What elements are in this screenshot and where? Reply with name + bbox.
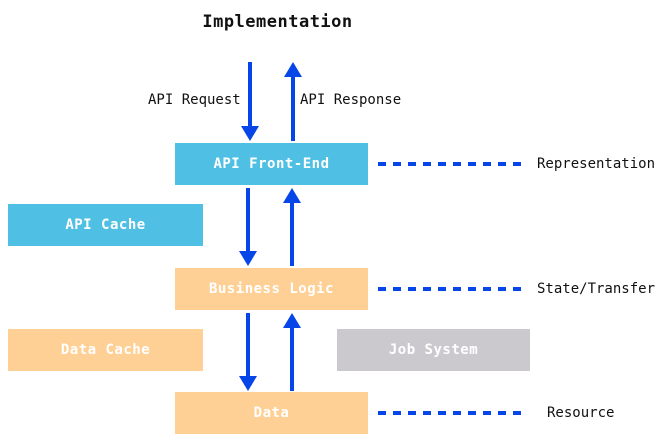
arrow-shaft <box>246 313 250 376</box>
node-api-cache: API Cache <box>8 204 203 246</box>
arrow-head-up-icon <box>283 188 301 203</box>
arrow-head-up-icon <box>283 313 301 328</box>
frontend-to-logic-arrow <box>238 188 258 266</box>
data-to-logic-arrow <box>282 313 302 391</box>
node-business-logic: Business Logic <box>175 268 368 310</box>
api-request-label: API Request <box>148 92 241 108</box>
api-response-label: API Response <box>300 92 402 108</box>
resource-label: Resource <box>547 405 615 421</box>
arrow-shaft <box>291 77 295 141</box>
request-down-arrow <box>240 62 260 141</box>
representation-dash-line <box>378 162 522 166</box>
arrow-head-up-icon <box>284 62 302 77</box>
arrow-head-down-icon <box>241 126 259 141</box>
arrow-shaft <box>290 328 294 391</box>
arrow-shaft <box>290 203 294 266</box>
node-api-front-end: API Front-End <box>175 143 368 185</box>
node-data: Data <box>175 392 368 434</box>
node-data-cache: Data Cache <box>8 329 203 371</box>
logic-to-frontend-arrow <box>282 188 302 266</box>
state-transfer-label: State/Transfer <box>537 281 656 297</box>
diagram-title: Implementation <box>202 12 353 32</box>
arrow-head-down-icon <box>239 251 257 266</box>
resource-dash-line <box>378 411 522 415</box>
arrow-shaft <box>248 62 252 126</box>
arrow-head-down-icon <box>239 376 257 391</box>
arrow-shaft <box>246 188 250 251</box>
response-up-arrow <box>283 62 303 141</box>
logic-to-data-arrow <box>238 313 258 391</box>
representation-label: Representation <box>537 156 656 172</box>
state-transfer-dash-line <box>378 287 522 291</box>
node-job-system: Job System <box>337 329 530 371</box>
